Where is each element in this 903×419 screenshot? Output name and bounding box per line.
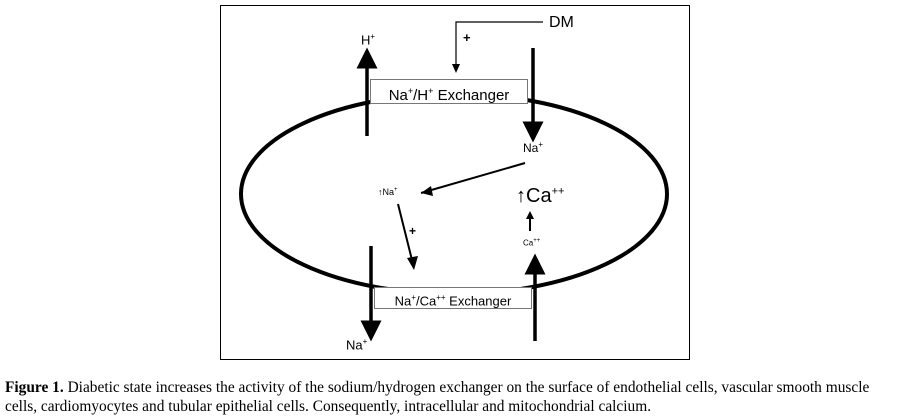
na-to-exchanger-arrow [397,203,414,265]
na-to-cytosol-arrow-head [421,186,433,196]
na-ion-right-label: Na+ [523,140,544,155]
caption-label: Figure 1. [5,379,64,396]
dm-arrow-head [452,64,460,73]
dm-arrow [455,21,543,66]
plus-sign-middle: + [409,224,417,238]
figure-frame: DM + + H+ Na+/H+ Exchanger Na+ ↑Na+ ↑Ca+… [220,5,690,360]
h-ion-label: H+ [361,32,376,48]
na-to-cytosol-arrow [420,162,526,194]
na-to-exchanger-arrow-head [407,256,418,270]
cell-membrane [239,92,669,296]
ca-rise-arrow-head [526,211,534,219]
plus-sign-top: + [463,30,471,45]
intracellular-na-label: ↑Na+ [378,187,398,197]
na-h-exchanger-box: Na+/H+ Exchanger [370,79,528,104]
ca-ion-small-label: Ca++ [523,238,541,248]
na-ion-bottom-label: Na+ [346,337,368,353]
dm-label: DM [549,14,574,31]
figure-caption: Figure 1. Diabetic state increases the a… [5,378,900,416]
intracellular-ca-label: ↑Ca++ [516,185,565,207]
na-ca-exchanger-box: Na+/Ca++ Exchanger [374,287,532,309]
caption-text: Diabetic state increases the activity of… [5,379,870,415]
